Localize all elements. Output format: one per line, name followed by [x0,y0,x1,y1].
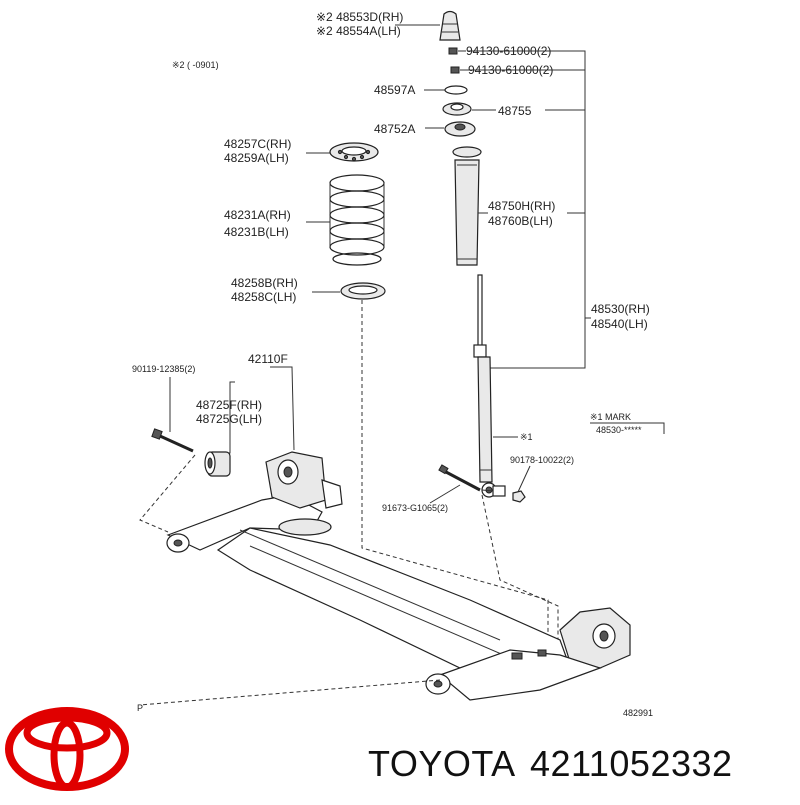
drawing-number: 482991 [623,708,653,718]
lower-bolt-part [438,464,481,492]
support-part [442,102,472,116]
date-note: ※2 ( -0901) [172,60,219,70]
label-bolt-lower: 91673-G1065(2) [382,503,448,513]
label-bump-stop-rh: ※2 48553D(RH) [316,10,403,24]
dust-boot-part [452,146,482,266]
label-upper-seat-rh: 48257C(RH) [224,137,291,151]
label-bump-stop-lh: ※2 48554A(LH) [316,24,401,38]
label-upper-seat-lh: 48259A(LH) [224,151,289,165]
coil-spring-part [329,174,385,266]
mark-ref: ※1 [520,432,533,442]
label-shock-absorber-rh: 48530(RH) [591,302,650,316]
upper-spring-seat-part [329,142,379,162]
toyota-logo [5,707,129,791]
flange-nut-2-part [450,66,460,74]
part-number: 4211052332 [530,743,733,784]
label-support: 48755 [498,104,532,118]
leader-beam [270,366,295,451]
label-lower-seat-lh: 48258C(LH) [231,290,296,304]
leader-bolt-lower [429,484,461,504]
label-shock-absorber-lh: 48540(LH) [591,317,648,331]
assembly-bracket-line [467,50,586,369]
label-lower-seat-rh: 48258B(RH) [231,276,298,290]
lower-nut-part [512,490,526,503]
label-cushion: 48597A [374,83,415,97]
corner-mark: P [137,703,143,713]
dashed-line-bushing [139,454,196,533]
flange-nut-1-part [448,47,458,55]
label-coil-spring-rh: 48231A(RH) [224,208,291,222]
bushing-part [204,451,231,477]
mark-value: 48530-***** [596,425,642,435]
label-bushing-lh: 48725G(LH) [196,412,262,426]
label-bolt-left: 90119-12385(2) [132,364,195,374]
label-bushing-rh: 48725F(RH) [196,398,262,412]
mark-title: ※1 MARK [590,412,631,422]
shock-absorber-part [473,274,506,498]
mark-box-line [590,422,665,434]
label-coil-spring-lh: 48231B(LH) [224,225,289,239]
brand-name: TOYOTA [368,743,516,784]
label-dust-boot-lh: 48760B(LH) [488,214,553,228]
lower-spring-seat-part [340,282,386,300]
label-dust-boot-rh: 48750H(RH) [488,199,555,213]
left-bolt-part [151,428,194,453]
torsion-beam-part [166,451,631,701]
leader-nut-lower [517,465,531,493]
label-beam: 42110F [248,352,288,366]
dashed-line-spring-seat [361,300,549,640]
dashed-line-axle [139,679,441,706]
label-nut-lower: 90178-10022(2) [510,455,574,465]
bump-stop-part [439,10,461,41]
cushion-washer-part [444,85,468,95]
dashed-line-shock-mount [481,494,559,640]
retainer-part [444,121,476,137]
label-retainer: 48752A [374,122,415,136]
